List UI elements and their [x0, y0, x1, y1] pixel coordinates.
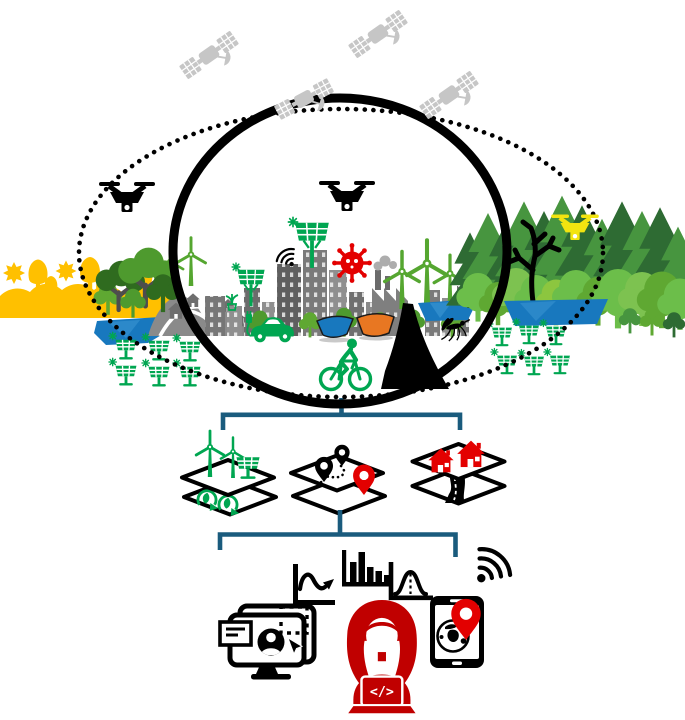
- mobile-mapping-app-icon: [430, 596, 484, 668]
- connector-bracket-bottom: [217, 510, 458, 557]
- gis-stack-renewables: [180, 429, 278, 518]
- female-developer-icon: </>: [346, 600, 417, 714]
- boats: [316, 313, 395, 343]
- cursor-icon: [287, 636, 304, 656]
- electric-car-icon: [246, 311, 294, 343]
- satellite-icon: [178, 29, 246, 89]
- bell-curve-chart-icon: [388, 562, 433, 601]
- bar-chart-icon: [342, 550, 391, 587]
- trend-line-chart-icon: [293, 564, 335, 605]
- drone-icon: [99, 182, 155, 212]
- drone-icon: [319, 181, 375, 211]
- lake: [504, 299, 608, 326]
- sun-icon: [3, 262, 25, 284]
- forest: [446, 195, 685, 338]
- code-label: </>: [370, 685, 394, 700]
- solar-farm-left: [109, 332, 200, 385]
- wind-turbine-icon: [175, 236, 207, 288]
- map-layer: [410, 442, 507, 481]
- analytics-icons: </>: [218, 543, 515, 714]
- orbit-dotted-ellipse: [76, 106, 606, 400]
- workstation-user-icon: [218, 603, 317, 680]
- flood-plume: [381, 303, 449, 389]
- potted-plant-icon: [225, 294, 239, 311]
- solar-panel-icon: [236, 268, 266, 308]
- boat-orange-icon: [356, 313, 395, 337]
- satellite-icon: [347, 8, 415, 68]
- gis-stack-settlements: [410, 440, 507, 506]
- wireless-signal-icon: [463, 543, 515, 594]
- cyclist-icon: [318, 338, 373, 392]
- wind-turbine-icon: [407, 240, 447, 307]
- mosquito-icon: [441, 317, 471, 342]
- red-house-icon: [428, 448, 454, 473]
- satellite-icon: [272, 77, 340, 130]
- dotted-route: [319, 464, 346, 488]
- solar-farm-right: [486, 318, 570, 374]
- sun-icon: [55, 260, 77, 282]
- virus-icon: [332, 243, 372, 283]
- dead-tree-icon: [506, 219, 562, 305]
- boat-blue-icon: [316, 315, 354, 338]
- landscape-panorama: [0, 195, 685, 392]
- gis-stack-routes: [289, 444, 387, 516]
- focus-circle: [168, 93, 512, 409]
